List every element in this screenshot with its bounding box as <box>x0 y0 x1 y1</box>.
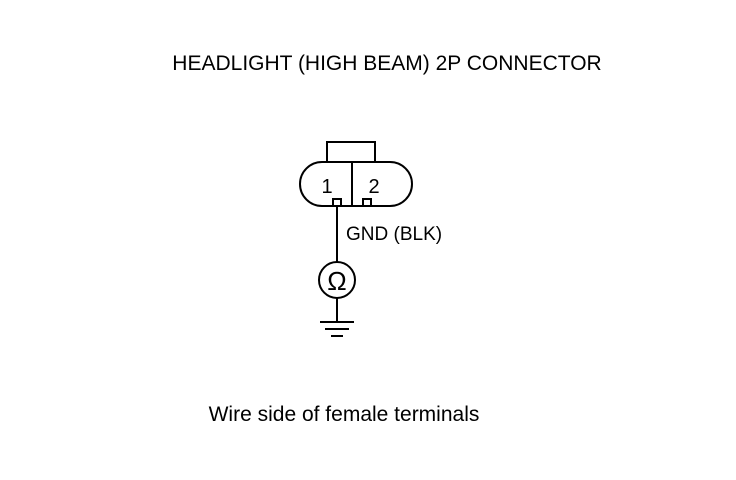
ground-icon <box>320 321 354 337</box>
connector-lock-tab <box>326 141 376 165</box>
pin-1-label: 1 <box>321 176 332 198</box>
ohmmeter-icon: Ω <box>318 261 356 299</box>
ohm-symbol: Ω <box>327 266 346 296</box>
connector-body <box>299 161 413 207</box>
connector-2p <box>299 141 413 207</box>
terminal-2-marker <box>362 198 372 207</box>
diagram-caption: Wire side of female terminals <box>209 403 480 426</box>
terminal-1-marker <box>332 198 342 207</box>
diagram-title: HEADLIGHT (HIGH BEAM) 2P CONNECTOR <box>172 52 601 75</box>
wire-label: GND (BLK) <box>346 224 442 245</box>
pin-2-label: 2 <box>368 176 379 198</box>
